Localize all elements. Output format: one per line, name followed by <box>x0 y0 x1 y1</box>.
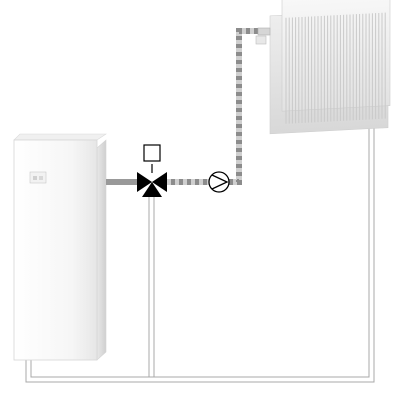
mixed-supply-line <box>163 28 258 185</box>
boiler-badge-icon <box>29 171 47 184</box>
boiler-unit <box>13 133 107 361</box>
radiator-fins <box>285 12 386 124</box>
return-line <box>25 122 375 383</box>
panel-radiator <box>255 0 391 135</box>
bypass-line <box>148 196 155 377</box>
supply-pipe <box>106 179 138 185</box>
pump-icon <box>208 171 230 193</box>
valve-actuator-box <box>143 144 161 173</box>
mixing-valve-icon <box>137 172 167 197</box>
